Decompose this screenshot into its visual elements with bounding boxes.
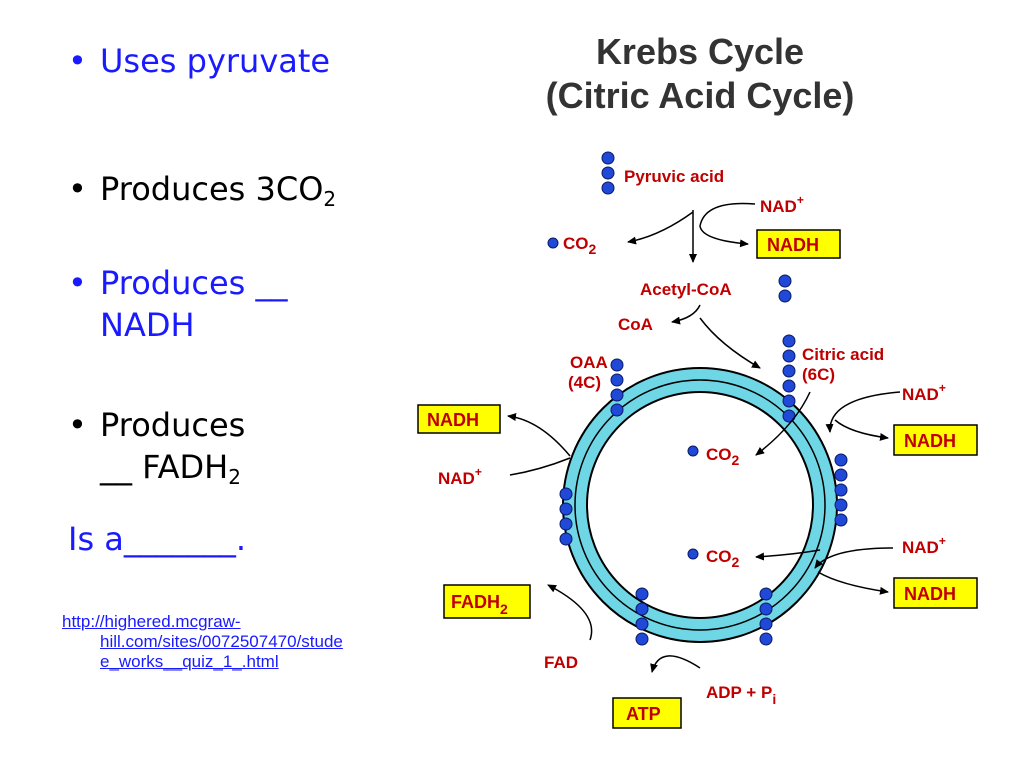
link-line3[interactable]: e_works__quiz_1_.html (100, 652, 279, 671)
label-fad: FAD (544, 653, 578, 672)
bullet-text: Uses pyruvate (100, 42, 331, 80)
bullet-text-line1: Produces __ (100, 264, 288, 302)
label-acetyl-coa: Acetyl-CoA (640, 280, 732, 299)
title-line1: Krebs Cycle (595, 31, 805, 72)
label-co2-mid-1: CO2 (706, 445, 740, 468)
subscript: 2 (228, 465, 241, 489)
bead-chains (547, 151, 848, 646)
label-co2-top: CO2 (563, 234, 597, 257)
diagram-title: Krebs Cycle (Citric Acid Cycle) (500, 30, 900, 118)
source-link[interactable]: http://highered.mcgraw- hill.com/sites/0… (62, 612, 420, 672)
label-nad-top: NAD+ (760, 193, 804, 216)
bullet-text: Produces 3CO (100, 170, 324, 208)
label-nadh-top: NADH (767, 235, 819, 255)
bullet-text-line2: NADH (100, 306, 195, 344)
is-a-blank: Is a_______. (68, 520, 247, 558)
link-line1[interactable]: http://highered.mcgraw- (62, 612, 241, 631)
label-co2-mid-2: CO2 (706, 547, 740, 570)
label-citric-6c: (6C) (802, 365, 835, 384)
label-nadh-right-2: NADH (904, 584, 956, 604)
label-coa: CoA (618, 315, 653, 334)
label-nad-left: NAD+ (438, 465, 482, 488)
bullet-text-line1: Produces (100, 406, 246, 444)
cycle-ring-midline (574, 379, 826, 631)
label-fadh2: FADH2 (451, 592, 508, 617)
bullet-produces-co2: • Produces 3CO2 (68, 168, 336, 220)
bullet-text-line2: __ FADH (100, 448, 229, 486)
product-boxes (417, 229, 978, 729)
label-atp: ATP (626, 704, 661, 724)
bullet-uses-pyruvate: • Uses pyruvate (68, 40, 330, 82)
title-line2: (Citric Acid Cycle) (545, 75, 855, 116)
label-adp-pi: ADP + Pi (706, 683, 776, 707)
label-nadh-right-1: NADH (904, 431, 956, 451)
bullet-dot: • (68, 42, 87, 80)
label-nad-right-2: NAD+ (902, 534, 946, 557)
arrows (507, 202, 901, 673)
bullet-dot: • (68, 406, 87, 444)
bullet-produces-fadh2: • Produces __ FADH2 (68, 404, 245, 498)
subscript: 2 (323, 187, 337, 211)
link-line2[interactable]: hill.com/sites/0072507470/stude (100, 632, 343, 651)
label-nadh-left: NADH (427, 410, 479, 430)
bullet-dot: • (68, 170, 87, 208)
label-oaa: OAA (570, 353, 608, 372)
bullet-dot: • (68, 264, 87, 302)
label-nad-right-1: NAD+ (902, 381, 946, 404)
label-citric-acid: Citric acid (802, 345, 884, 364)
bullet-produces-nadh: • Produces __ NADH (68, 262, 287, 346)
label-pyruvic-acid: Pyruvic acid (624, 167, 724, 186)
label-oaa-4c: (4C) (568, 373, 601, 392)
